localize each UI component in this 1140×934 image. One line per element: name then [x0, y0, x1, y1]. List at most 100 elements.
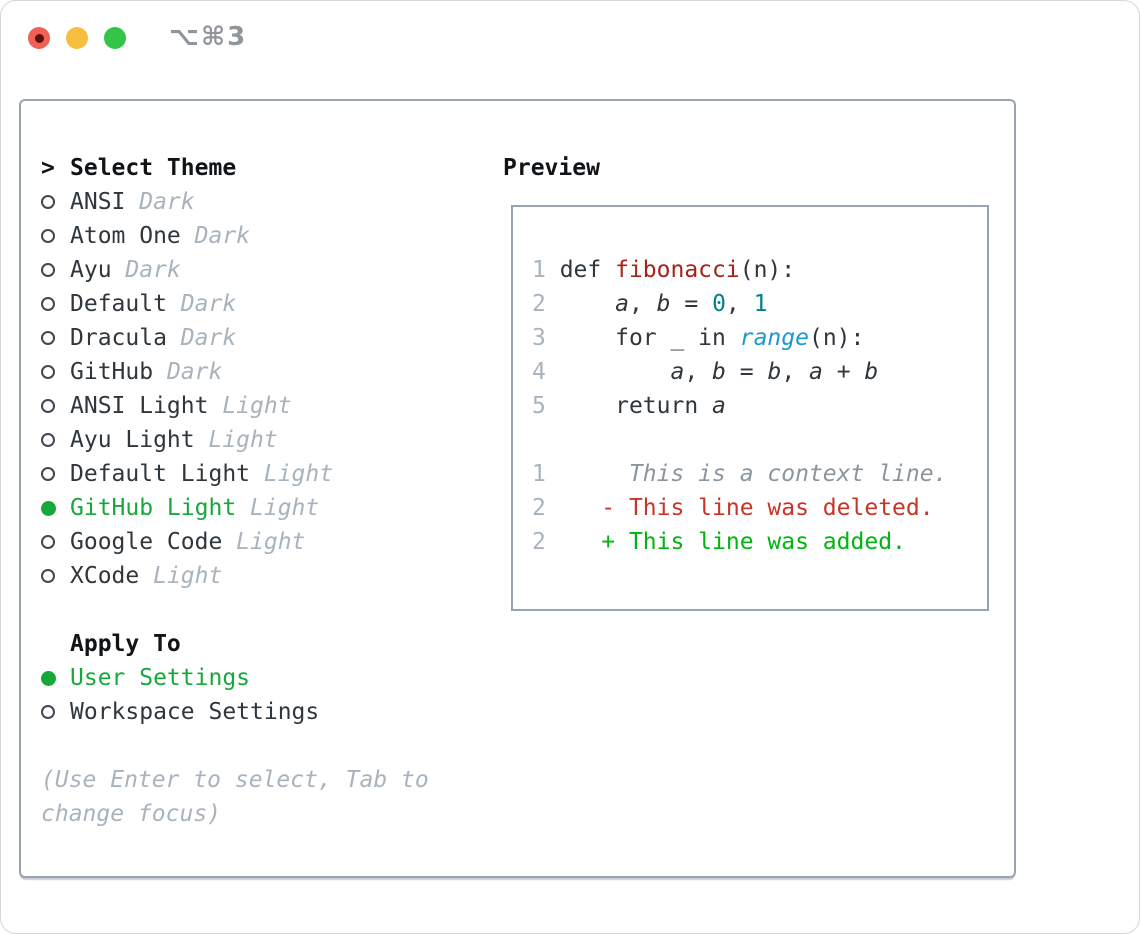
code-line: 1 This is a context line. [532, 457, 947, 491]
line-number: 5 [532, 393, 546, 419]
token-var: b [656, 291, 671, 317]
theme-name: Dracula [70, 325, 167, 351]
line-number: 2 [532, 495, 546, 521]
token-plain: , [725, 291, 754, 317]
theme-name: ANSI [70, 189, 126, 215]
theme-name: Google Code [70, 529, 223, 555]
theme-name: GitHub Light [70, 495, 237, 521]
radio-icon [41, 535, 70, 549]
minimize-button-icon[interactable] [66, 27, 88, 49]
line-number: 1 [532, 461, 546, 487]
theme-variant-tag: Light [222, 393, 292, 419]
code-line: 2 a, b = 0, 1 [532, 287, 947, 321]
theme-option-dracula[interactable]: Dracula Dark [41, 321, 491, 355]
theme-name: Atom One [70, 223, 181, 249]
prompt-icon: > [41, 155, 55, 181]
line-number: 3 [532, 325, 546, 351]
code-line: 1 def fibonacci(n): [532, 253, 947, 287]
theme-name: Ayu Light [70, 427, 195, 453]
theme-option-default[interactable]: Default Dark [41, 287, 491, 321]
theme-option-ayu-light[interactable]: Ayu Light Light [41, 423, 491, 457]
radio-icon [41, 297, 70, 311]
code-line [532, 423, 947, 457]
theme-variant-tag: Dark [166, 359, 223, 385]
radio-icon [41, 569, 70, 583]
radio-icon [41, 331, 70, 345]
token-plain: , [628, 291, 657, 317]
line-number: 2 [532, 291, 546, 317]
token-func: fibonacci [615, 257, 740, 283]
apply-option-user-settings[interactable]: User Settings [41, 661, 491, 695]
radio-selected-icon [41, 670, 70, 686]
token-plain: return [559, 393, 713, 419]
line-number: 2 [532, 529, 546, 555]
code-line: 5 return a [532, 389, 947, 423]
preview-title: Preview [503, 155, 600, 181]
theme-name: GitHub [70, 359, 154, 385]
theme-option-ayu[interactable]: Ayu Dark [41, 253, 491, 287]
token-var: a [712, 393, 726, 419]
radio-icon [41, 229, 70, 243]
code-line: 2 + This line was added. [532, 525, 947, 559]
apply-option-workspace-settings[interactable]: Workspace Settings [41, 695, 491, 729]
hint-line: change focus) [41, 801, 222, 827]
select-theme-title: Select Theme [70, 155, 237, 181]
window-title: ⌥⌘3 [169, 22, 248, 52]
token-plain: def [559, 257, 616, 283]
theme-name: Default Light [70, 461, 251, 487]
token-plain: + [822, 359, 865, 385]
theme-option-ansi[interactable]: ANSI Dark [41, 185, 491, 219]
theme-option-github[interactable]: GitHub Dark [41, 355, 491, 389]
theme-name: Ayu [70, 257, 112, 283]
token-deleted: - This line was deleted. [559, 495, 934, 521]
line-number: 1 [532, 257, 546, 283]
token-added: + This line was added. [559, 529, 906, 555]
token-plain: (n): [739, 257, 796, 283]
close-button-icon[interactable] [28, 27, 50, 49]
radio-icon [41, 433, 70, 447]
hint-line: (Use Enter to select, Tab to [41, 767, 429, 793]
radio-icon [41, 399, 70, 413]
theme-option-default-light[interactable]: Default Light Light [41, 457, 491, 491]
radio-icon [41, 705, 70, 719]
apply-option-label: User Settings [70, 665, 251, 691]
theme-option-github-light[interactable]: GitHub Light Light [41, 491, 491, 525]
token-var: b [864, 359, 879, 385]
keyboard-hint: (Use Enter to select, Tab to change focus… [41, 763, 491, 831]
theme-variant-tag: Dark [194, 223, 251, 249]
theme-variant-tag: Dark [180, 325, 237, 351]
theme-variant-tag: Light [236, 529, 306, 555]
theme-variant-tag: Light [263, 461, 334, 487]
token-var: b [767, 359, 782, 385]
theme-option-atom-one[interactable]: Atom One Dark [41, 219, 491, 253]
theme-name: Default [70, 291, 167, 317]
radio-icon [41, 263, 70, 277]
token-context: This is a context line. [559, 461, 948, 487]
theme-variant-tag: Dark [180, 291, 237, 317]
theme-option-ansi-light[interactable]: ANSI Light Light [41, 389, 491, 423]
theme-variant-tag: Light [208, 427, 278, 453]
zoom-button-icon[interactable] [104, 27, 126, 49]
radio-icon [41, 195, 70, 209]
token-plain: = [670, 291, 713, 317]
token-var: a [809, 359, 823, 385]
token-num: 1 [753, 291, 768, 317]
theme-option-google-code[interactable]: Google Code Light [41, 525, 491, 559]
apply-option-label: Workspace Settings [70, 699, 320, 725]
theme-variant-tag: Light [250, 495, 320, 521]
theme-variant-tag: Dark [125, 257, 181, 283]
theme-name: ANSI Light [70, 393, 209, 419]
token-var: a [670, 359, 685, 385]
apply-to-header: Apply To [41, 627, 491, 661]
theme-variant-tag: Dark [139, 189, 195, 215]
code-line: 3 for _ in range(n): [532, 321, 947, 355]
token-plain [560, 359, 671, 385]
spacer [41, 729, 491, 763]
window-controls [28, 27, 126, 49]
